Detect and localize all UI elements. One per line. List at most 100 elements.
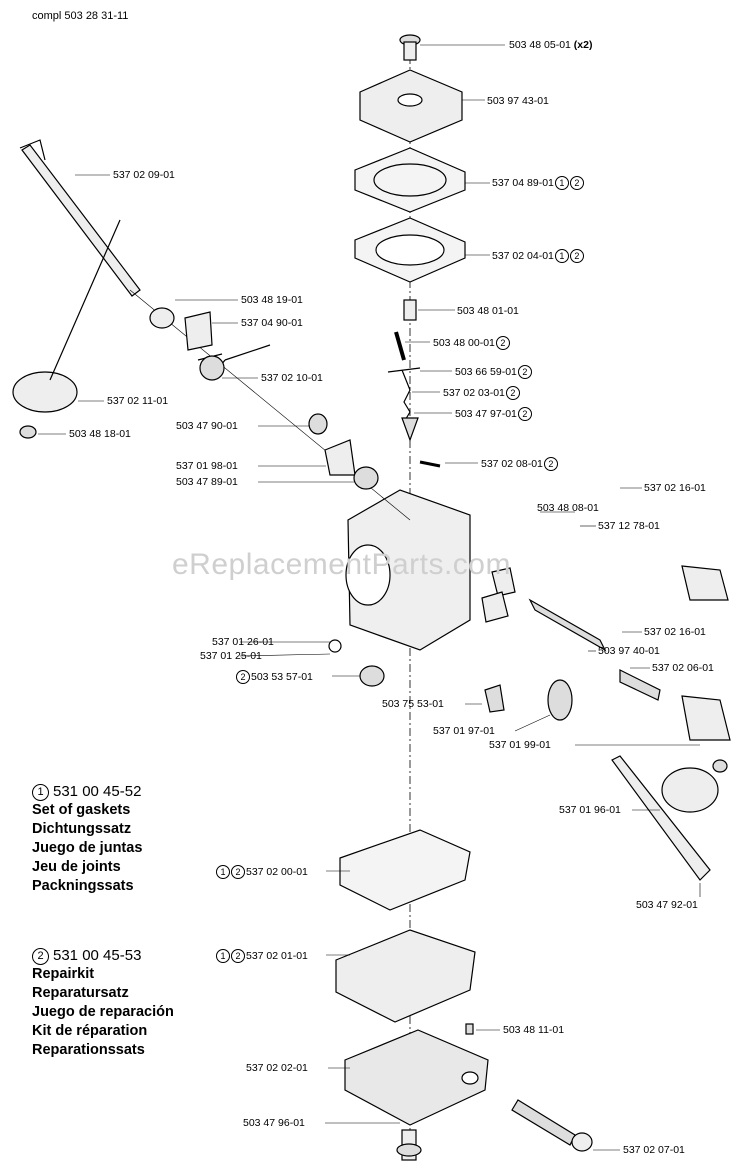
part-label[interactable]: 503 97 40-01	[598, 645, 660, 657]
part-label[interactable]: 503 48 01-01	[457, 305, 519, 317]
header-prefix: compl	[32, 10, 62, 22]
kit-mark-icon: 2	[505, 386, 520, 400]
part-label[interactable]: 537 01 96-01	[559, 804, 621, 816]
part-number: 503 48 00-01	[433, 336, 495, 349]
part-number: 503 47 96-01	[243, 1117, 305, 1129]
part-label[interactable]: 537 01 25-01	[200, 650, 262, 662]
part-label[interactable]: 537 02 11-01	[107, 395, 168, 407]
part-label[interactable]: 503 47 90-01	[176, 420, 238, 432]
kit-name: Repairkit	[32, 966, 95, 982]
part-label[interactable]: 537 01 26-01	[212, 636, 274, 648]
watermark: eReplacementParts.com	[172, 548, 511, 581]
part-number: 503 48 11-01	[503, 1024, 565, 1036]
kit-mark-icon: 2	[231, 949, 245, 963]
part-label[interactable]: 537 02 02-01	[246, 1062, 308, 1074]
kit-name: Jeu de joints	[32, 859, 121, 875]
part-number: 537 02 01-01	[246, 949, 308, 962]
part-label[interactable]: 503 97 43-01	[487, 95, 549, 107]
part-number: 537 02 09-01	[113, 169, 175, 181]
part-label[interactable]: 503 75 53-01	[382, 698, 444, 710]
part-number: 537 01 25-01	[200, 650, 262, 662]
part-label[interactable]: 503 47 96-01	[243, 1117, 305, 1129]
part-label[interactable]: 503 47 89-01	[176, 476, 238, 488]
part-number: 503 47 89-01	[176, 476, 238, 488]
part-label[interactable]: 503 48 19-01	[241, 294, 303, 306]
kit-name: Reparatursatz	[32, 985, 129, 1001]
kit-mark-icon: 1	[554, 249, 569, 263]
screw-part	[399, 34, 421, 61]
part-number: 503 48 08-01	[537, 502, 599, 514]
part-label[interactable]: 537 01 99-01	[489, 739, 551, 751]
part-number: 503 48 18-01	[69, 428, 131, 440]
part-number: 537 02 16-01	[644, 482, 706, 494]
part-number: 537 02 03-01	[443, 386, 505, 399]
part-number: 503 66 59-01	[455, 365, 517, 378]
part-number: 537 01 26-01	[212, 636, 274, 648]
part-label[interactable]: 537 01 97-01	[433, 725, 495, 737]
part-number: 537 04 89-01	[492, 176, 554, 189]
kit-mark-icon: 2	[517, 365, 532, 379]
part-number: 537 04 90-01	[241, 317, 303, 329]
part-label[interactable]: 537 02 16-01	[644, 626, 706, 638]
kit-mark-icon: 1	[216, 949, 230, 963]
part-number: 503 48 01-01	[457, 305, 519, 317]
part-number: 537 01 98-01	[176, 460, 238, 472]
part-number: 503 97 43-01	[487, 95, 549, 107]
part-label[interactable]: 537 01 98-01	[176, 460, 238, 472]
part-label[interactable]: 537 12 78-01	[598, 520, 660, 532]
part-number: 537 01 99-01	[489, 739, 551, 751]
part-label[interactable]: 537 02 06-01	[652, 662, 714, 674]
part-label[interactable]: 503 47 92-01	[636, 899, 698, 911]
part-label[interactable]: 537 02 09-01	[113, 169, 175, 181]
part-number: 503 53 57-01	[251, 670, 313, 683]
kit-mark-icon: 2	[231, 865, 245, 879]
part-number: 537 01 97-01	[433, 725, 495, 737]
kit-mark-icon: 2	[569, 249, 584, 263]
part-number: 537 02 04-01	[492, 249, 554, 262]
part-number: 503 48 19-01	[241, 294, 303, 306]
part-label[interactable]: 537 04 90-01	[241, 317, 303, 329]
kit-mark-icon: 2	[236, 670, 250, 684]
kit-name: Set of gaskets	[32, 802, 131, 818]
part-label[interactable]: 503 48 11-01	[503, 1024, 564, 1036]
assembly-header: compl 503 28 31-11	[32, 10, 128, 22]
part-number: 537 02 10-01	[261, 372, 323, 384]
part-number: 537 02 08-01	[481, 457, 543, 470]
header-part-number: 503 28 31-11	[64, 10, 129, 22]
part-label[interactable]: 503 48 18-01	[69, 428, 131, 440]
part-label[interactable]: 503 48 08-01	[537, 502, 599, 514]
part-number: 537 02 02-01	[246, 1062, 308, 1074]
part-label[interactable]: 537 02 10-01	[261, 372, 323, 384]
part-number: 537 01 96-01	[559, 804, 621, 816]
kit-name: Juego de juntas	[32, 840, 143, 856]
kit-name: Juego de reparación	[32, 1004, 174, 1020]
part-number: 503 47 90-01	[176, 420, 238, 432]
part-number: 503 47 97-01	[455, 407, 517, 420]
kit-name: Kit de réparation	[32, 1023, 148, 1039]
part-number: 537 02 00-01	[246, 865, 308, 878]
part-number: 537 02 07-01	[623, 1144, 685, 1156]
part-number: 503 75 53-01	[382, 698, 444, 710]
kit-mark-icon: 2	[495, 336, 510, 350]
kit-mark-icon: 2	[517, 407, 532, 421]
part-label[interactable]: 537 02 07-01	[623, 1144, 685, 1156]
part-number: 537 12 78-01	[598, 520, 660, 532]
part-label[interactable]: 537 02 16-01	[644, 482, 706, 494]
part-number: 503 97 40-01	[598, 645, 660, 657]
part-number: 503 47 92-01	[636, 899, 698, 911]
part-label[interactable]: 503 48 05-01 (x2)	[509, 39, 592, 51]
